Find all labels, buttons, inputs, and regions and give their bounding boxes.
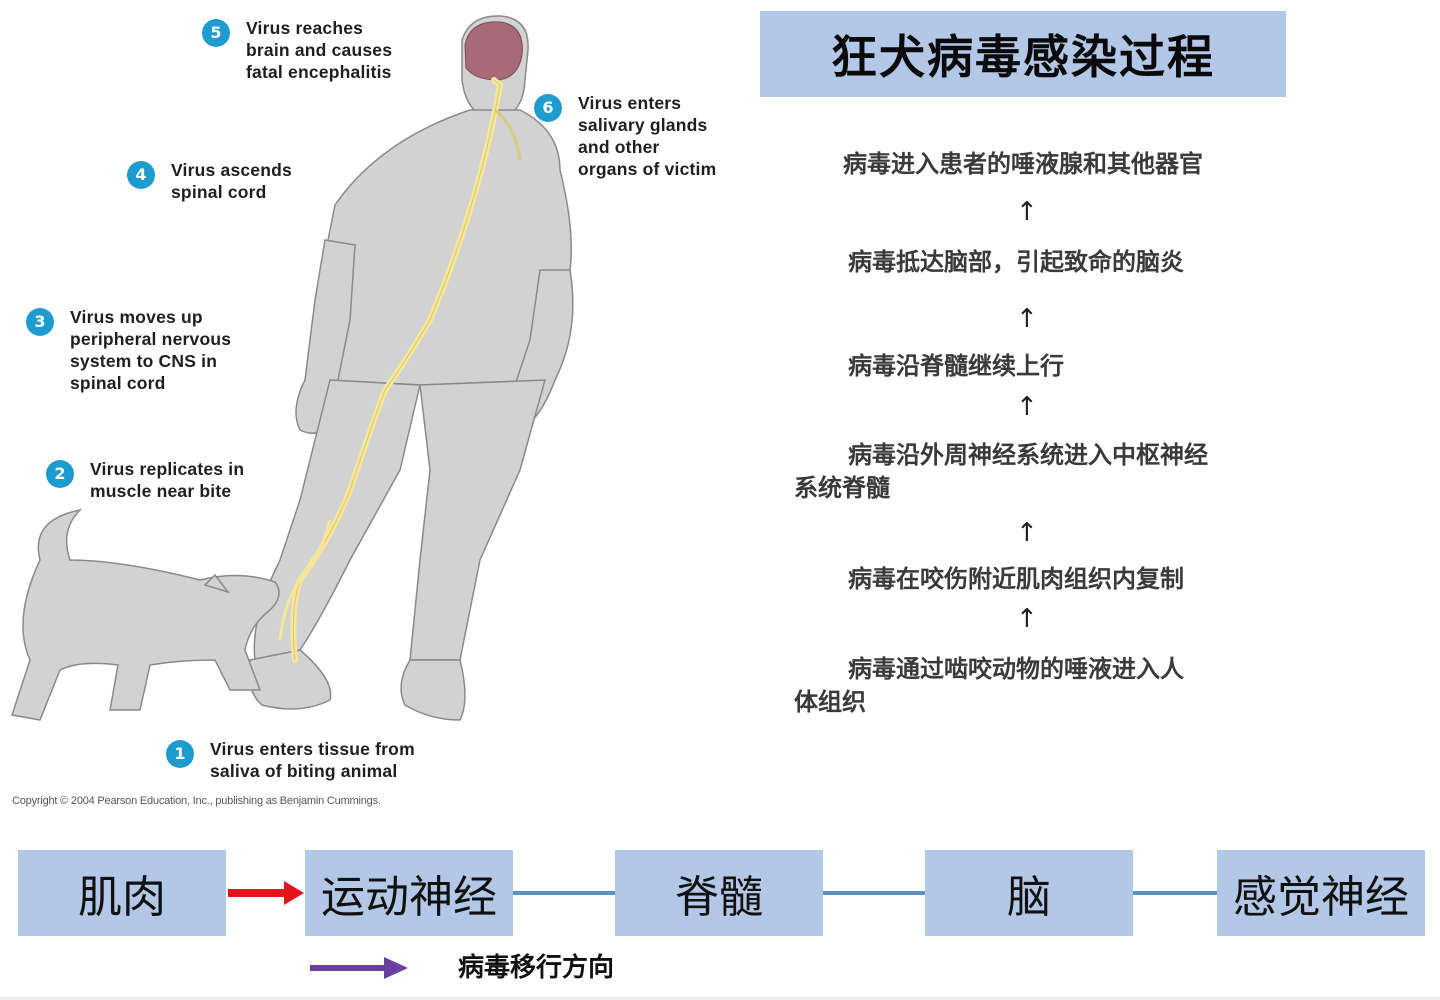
step-text: Virus reaches brain and causes fatal enc… bbox=[246, 18, 393, 82]
step-text: Virus ascends spinal cord bbox=[171, 160, 292, 202]
node-muscle: 肌肉 bbox=[18, 850, 226, 936]
node-brain: 脑 bbox=[925, 850, 1133, 936]
legend-arrow-icon bbox=[310, 957, 408, 979]
up-arrow-icon: ↑ bbox=[1016, 304, 1038, 334]
step-badge: 1 bbox=[166, 740, 194, 768]
node-label: 脊髓 bbox=[675, 872, 763, 923]
node-label: 运动神经 bbox=[321, 872, 497, 923]
rabies-illustration: 1 Virus enters tissue from saliva of bit… bbox=[0, 0, 760, 820]
step-badge: 2 bbox=[46, 460, 74, 488]
step-text: Virus enters tissue from saliva of bitin… bbox=[210, 739, 415, 781]
up-arrow-icon: ↑ bbox=[1016, 197, 1038, 227]
step-badge: 4 bbox=[127, 161, 155, 189]
flow-step-3-line1: 病毒沿外周神经系统进入中枢神经 bbox=[848, 441, 1208, 469]
red-arrow-icon bbox=[228, 881, 304, 905]
connector-line bbox=[513, 891, 615, 895]
step-text: Virus moves up peripheral nervous system… bbox=[70, 307, 232, 393]
step-6: 6 Virus enters salivary glands and other… bbox=[534, 92, 716, 180]
step-badge: 5 bbox=[202, 19, 230, 47]
step-4: 4 Virus ascends spinal cord bbox=[127, 159, 292, 203]
step-badge: 3 bbox=[26, 308, 54, 336]
flow-step-5: 病毒抵达脑部，引起致命的脑炎 bbox=[848, 248, 1184, 276]
flow-step-6: 病毒进入患者的唾液腺和其他器官 bbox=[843, 150, 1203, 178]
human-and-dog-figure bbox=[11, 15, 574, 721]
dog-figure bbox=[11, 508, 280, 721]
node-motor-nerve: 运动神经 bbox=[305, 850, 513, 936]
connector-line bbox=[823, 891, 925, 895]
step-text: Virus replicates in muscle near bite bbox=[90, 459, 245, 501]
copyright-notice: Copyright © 2004 Pearson Education, Inc.… bbox=[12, 795, 381, 807]
flow-step-1-line2: 体组织 bbox=[794, 688, 866, 716]
brain-shape bbox=[464, 21, 523, 81]
step-text: Virus enters salivary glands and other o… bbox=[578, 93, 717, 179]
page-title: 狂犬病毒感染过程 bbox=[831, 30, 1215, 84]
flow-step-1-line1: 病毒通过啮咬动物的唾液进入人 bbox=[848, 655, 1184, 683]
node-sensory-nerve: 感觉神经 bbox=[1217, 850, 1425, 936]
bottom-divider bbox=[0, 997, 1440, 1000]
up-arrow-icon: ↑ bbox=[1016, 392, 1038, 422]
title-banner: 狂犬病毒感染过程 bbox=[760, 11, 1286, 97]
node-label: 感觉神经 bbox=[1233, 872, 1409, 923]
up-arrow-icon: ↑ bbox=[1016, 604, 1038, 634]
connector-line bbox=[1133, 891, 1217, 895]
step-3: 3 Virus moves up peripheral nervous syst… bbox=[26, 306, 231, 394]
up-arrow-icon: ↑ bbox=[1016, 518, 1038, 548]
legend-label: 病毒移行方向 bbox=[458, 953, 615, 983]
node-label: 脑 bbox=[1007, 872, 1051, 923]
step-1: 1 Virus enters tissue from saliva of bit… bbox=[166, 738, 415, 782]
step-5: 5 Virus reaches brain and causes fatal e… bbox=[202, 17, 392, 83]
step-badge: 6 bbox=[534, 94, 562, 122]
flow-step-2: 病毒在咬伤附近肌肉组织内复制 bbox=[848, 565, 1184, 593]
flow-step-4: 病毒沿脊髓继续上行 bbox=[848, 352, 1064, 380]
step-2: 2 Virus replicates in muscle near bite bbox=[46, 458, 244, 502]
human-figure bbox=[248, 15, 574, 721]
node-label: 肌肉 bbox=[78, 872, 166, 923]
flow-step-3-line2: 系统脊髓 bbox=[794, 474, 890, 502]
node-spinal-cord: 脊髓 bbox=[615, 850, 823, 936]
